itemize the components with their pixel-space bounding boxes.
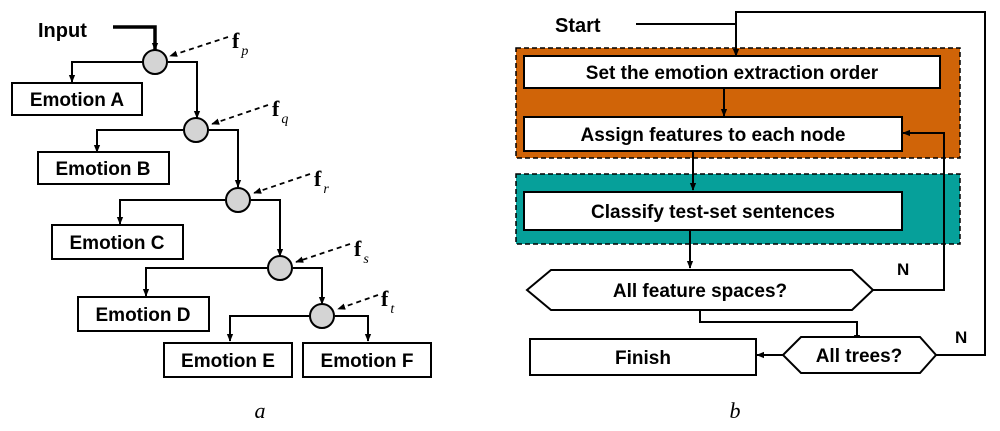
all-feature-spaces-label: All feature spaces? <box>613 281 787 302</box>
tree-connectors <box>68 61 372 342</box>
emotion-box-a <box>11 82 143 116</box>
loop-label-feature-spaces: N <box>897 260 909 279</box>
set-order-label: Set the emotion extraction order <box>586 63 879 84</box>
emotion-box-d <box>77 296 210 332</box>
tree-node-4 <box>267 255 293 281</box>
tree-node-2 <box>183 117 209 143</box>
classify-label: Classify test-set sentences <box>591 202 835 223</box>
emotion-box-b <box>37 151 170 185</box>
caption-b: b <box>730 398 741 423</box>
emotion-boxes <box>11 82 432 378</box>
all-trees-decision <box>781 336 938 374</box>
emotion-label-f: Emotion F <box>321 351 414 372</box>
finish-label: Finish <box>615 348 671 369</box>
caption-a: a <box>255 398 266 423</box>
classify-box <box>523 191 903 231</box>
process-labels: Set the emotion extraction order Assign … <box>580 63 902 369</box>
emotion-label-e: Emotion E <box>181 351 275 372</box>
emotion-label-c: Emotion C <box>70 233 165 254</box>
input-arrow <box>113 25 159 51</box>
tree-nodes <box>142 49 335 329</box>
input-label: Input <box>38 20 87 42</box>
emotion-box-c <box>51 224 184 260</box>
tree-node-3 <box>225 187 251 213</box>
all-trees-label: All trees? <box>816 346 903 367</box>
all-feature-spaces-decision <box>525 269 875 311</box>
assign-features-label: Assign features to each node <box>580 125 845 146</box>
tree-node-1 <box>142 49 168 75</box>
flow-connectors <box>636 11 986 359</box>
emotion-label-b: Emotion B <box>56 159 151 180</box>
feature-arrows <box>169 36 379 310</box>
emotion-labels: Emotion A Emotion B Emotion C Emotion D … <box>30 90 414 372</box>
set-order-box <box>523 55 941 89</box>
emotion-label-d: Emotion D <box>96 305 191 326</box>
tree-node-5 <box>309 303 335 329</box>
emotion-box-f <box>302 342 432 378</box>
diagram-b: Start Set the emotion extraction order A… <box>515 11 986 423</box>
start-label: Start <box>555 15 601 37</box>
loop-label-trees: N <box>955 328 967 347</box>
emotion-label-a: Emotion A <box>30 90 125 111</box>
finish-box <box>529 338 757 376</box>
assign-features-box <box>523 116 903 152</box>
process-boxes <box>523 55 941 376</box>
emotion-box-e <box>163 342 293 378</box>
diagram-a: Input <box>11 20 432 423</box>
